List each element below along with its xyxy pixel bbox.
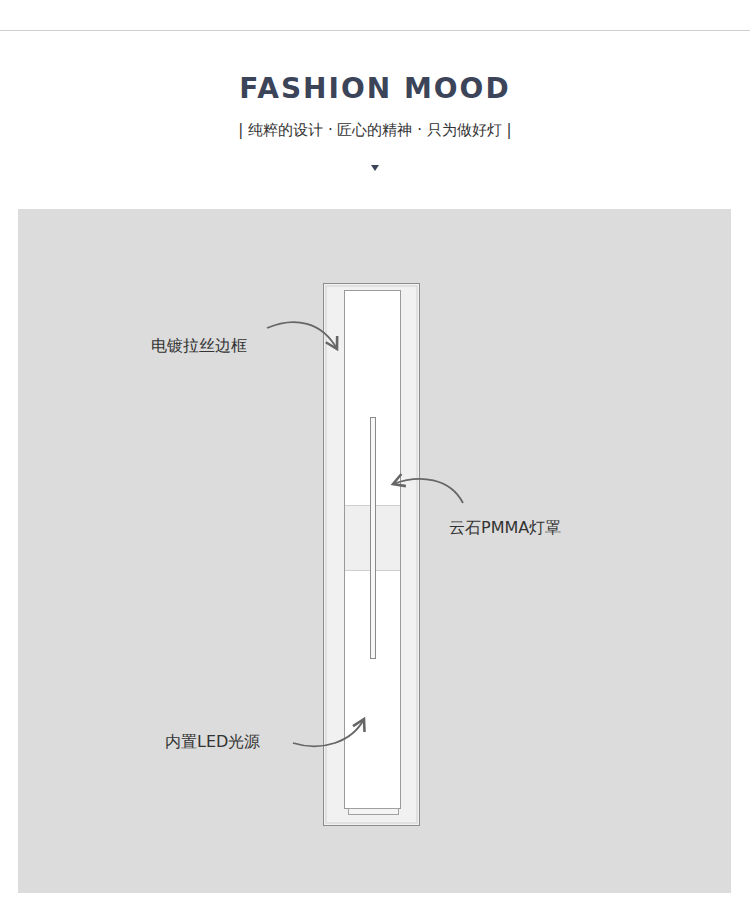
frame-bevel: [326, 286, 417, 823]
leader-arrow: [293, 719, 364, 746]
part-label: 内置LED光源: [165, 732, 260, 753]
background-panel: [18, 209, 731, 893]
part-label: 电镀拉丝边框: [151, 336, 247, 357]
part-label: 云石PMMA灯罩: [449, 518, 561, 539]
pmma-slit: [371, 418, 376, 659]
lamp-body: [345, 291, 401, 809]
top-rule: [0, 30, 750, 31]
down-triangle: [371, 165, 379, 171]
subtitle: | 纯粹的设计 · 匠心的精神 · 只为做好灯 |: [238, 121, 511, 140]
bottom-tab: [349, 809, 399, 815]
page-title: FASHION MOOD: [239, 72, 510, 105]
leader-arrow: [267, 322, 337, 349]
outer-frame: [324, 284, 420, 826]
leader-arrow: [393, 479, 463, 503]
